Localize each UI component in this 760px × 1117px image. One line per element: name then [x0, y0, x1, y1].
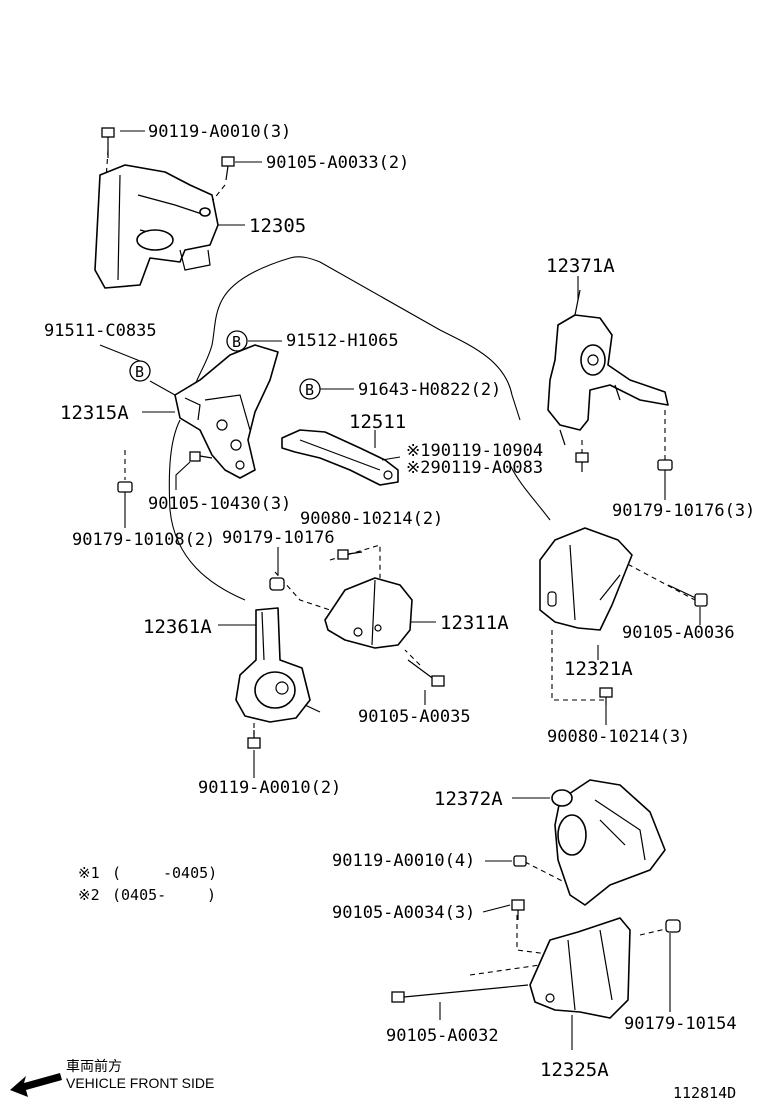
part-label: ※190119-10904 [406, 441, 543, 461]
part-label: 12511 [349, 411, 406, 433]
leader-line [175, 461, 191, 490]
bolt-icon [189, 451, 213, 462]
part-label: 12305 [249, 215, 306, 237]
bolt-icon [599, 687, 613, 705]
note-mark: ※2 [78, 886, 100, 904]
note-text: ) [207, 886, 216, 904]
long-bolt-icon [391, 984, 529, 1003]
part-label: 12321A [564, 658, 633, 680]
svg-text:B: B [135, 363, 144, 381]
leader-line [99, 344, 141, 362]
bolt-icon [221, 156, 235, 181]
part-label: 90179-10154 [624, 1014, 737, 1034]
guide-line [469, 964, 541, 976]
upper-engine-mount [94, 164, 219, 289]
front-engine-mount [235, 607, 321, 723]
part-label: 90119-A0010(2) [198, 778, 341, 798]
part-label: 90179-10176 [222, 528, 335, 548]
part-label: 91643-H0822(2) [358, 380, 501, 400]
rear-mount-bracket [529, 917, 631, 1019]
engine-outline-line-3 [168, 419, 246, 601]
bolt-icon [513, 855, 527, 867]
part-label: 91512-H1065 [286, 331, 399, 351]
part-label: 12372A [434, 788, 503, 810]
svg-text:B: B [232, 333, 241, 351]
clip-badge-b: B [299, 378, 321, 400]
part-label: 12311A [440, 612, 509, 634]
part-label: 12325A [540, 1059, 609, 1081]
bolt-icon [407, 659, 445, 687]
bolt-icon [667, 584, 708, 607]
clip-badge-b: B [226, 330, 248, 352]
part-label: 90105-10430(3) [148, 494, 291, 514]
note-text: ( [112, 864, 121, 882]
nut-icon [665, 919, 681, 933]
guide-line [524, 861, 581, 891]
note-text: (0405- [112, 886, 166, 904]
part-label: 90105-A0033(2) [266, 153, 409, 173]
note-mark: ※1 [78, 864, 100, 882]
guide-line [404, 649, 421, 666]
bolt-icon [337, 549, 363, 560]
front-mount-bracket [324, 577, 413, 649]
note-text: -0405) [163, 864, 217, 882]
engine-outline-line-2 [194, 299, 223, 386]
part-label: 90119-A0010(4) [332, 851, 475, 871]
part-label: ※290119-A0083 [406, 458, 543, 478]
part-label: 90179-10176(3) [612, 501, 755, 521]
nut-icon [269, 577, 285, 591]
part-label: 90080-10214(3) [547, 727, 690, 747]
part-label: 91511-C0835 [44, 321, 157, 341]
guide-line [329, 544, 381, 578]
leader-line [482, 904, 511, 913]
svg-text:B: B [305, 381, 314, 399]
guide-line [619, 559, 696, 601]
nut-icon [657, 459, 673, 471]
part-label: 90080-10214(2) [300, 509, 443, 529]
part-label: 90105-A0036 [622, 623, 735, 643]
right-engine-mount [547, 289, 669, 446]
right-mount-bracket [539, 527, 633, 631]
direction-label-en: VEHICLE FRONT SIDE [66, 1075, 214, 1091]
part-label: 12315A [60, 402, 129, 424]
figure-id: 112814D [673, 1084, 736, 1102]
engine-outline-line [221, 256, 521, 421]
part-label: 90179-10108(2) [72, 530, 215, 550]
clip-badge-b: B [129, 360, 151, 382]
part-label: 90105-A0034(3) [332, 903, 475, 923]
bolt-icon [511, 899, 525, 920]
bolt-icon [247, 730, 261, 749]
bolt-icon [101, 127, 115, 158]
bolt-icon [575, 452, 589, 472]
leader-line [149, 380, 176, 396]
rear-engine-mount [551, 779, 666, 906]
guide-line [274, 571, 331, 611]
leader-line [381, 456, 401, 461]
guide-line [516, 915, 556, 956]
nut-icon [117, 481, 133, 493]
left-mount-bracket [174, 344, 279, 479]
part-label: 12371A [546, 255, 615, 277]
torque-rod [281, 429, 399, 486]
engine-outline-line-4 [509, 464, 551, 521]
vehicle-front-arrow-icon [10, 1073, 62, 1097]
part-label: 90119-A0010(3) [148, 122, 291, 142]
direction-label-jp: 車両前方 [66, 1058, 122, 1074]
part-label: 90105-A0032 [386, 1026, 499, 1046]
part-label: 12361A [143, 616, 212, 638]
part-label: 90105-A0035 [358, 707, 471, 727]
